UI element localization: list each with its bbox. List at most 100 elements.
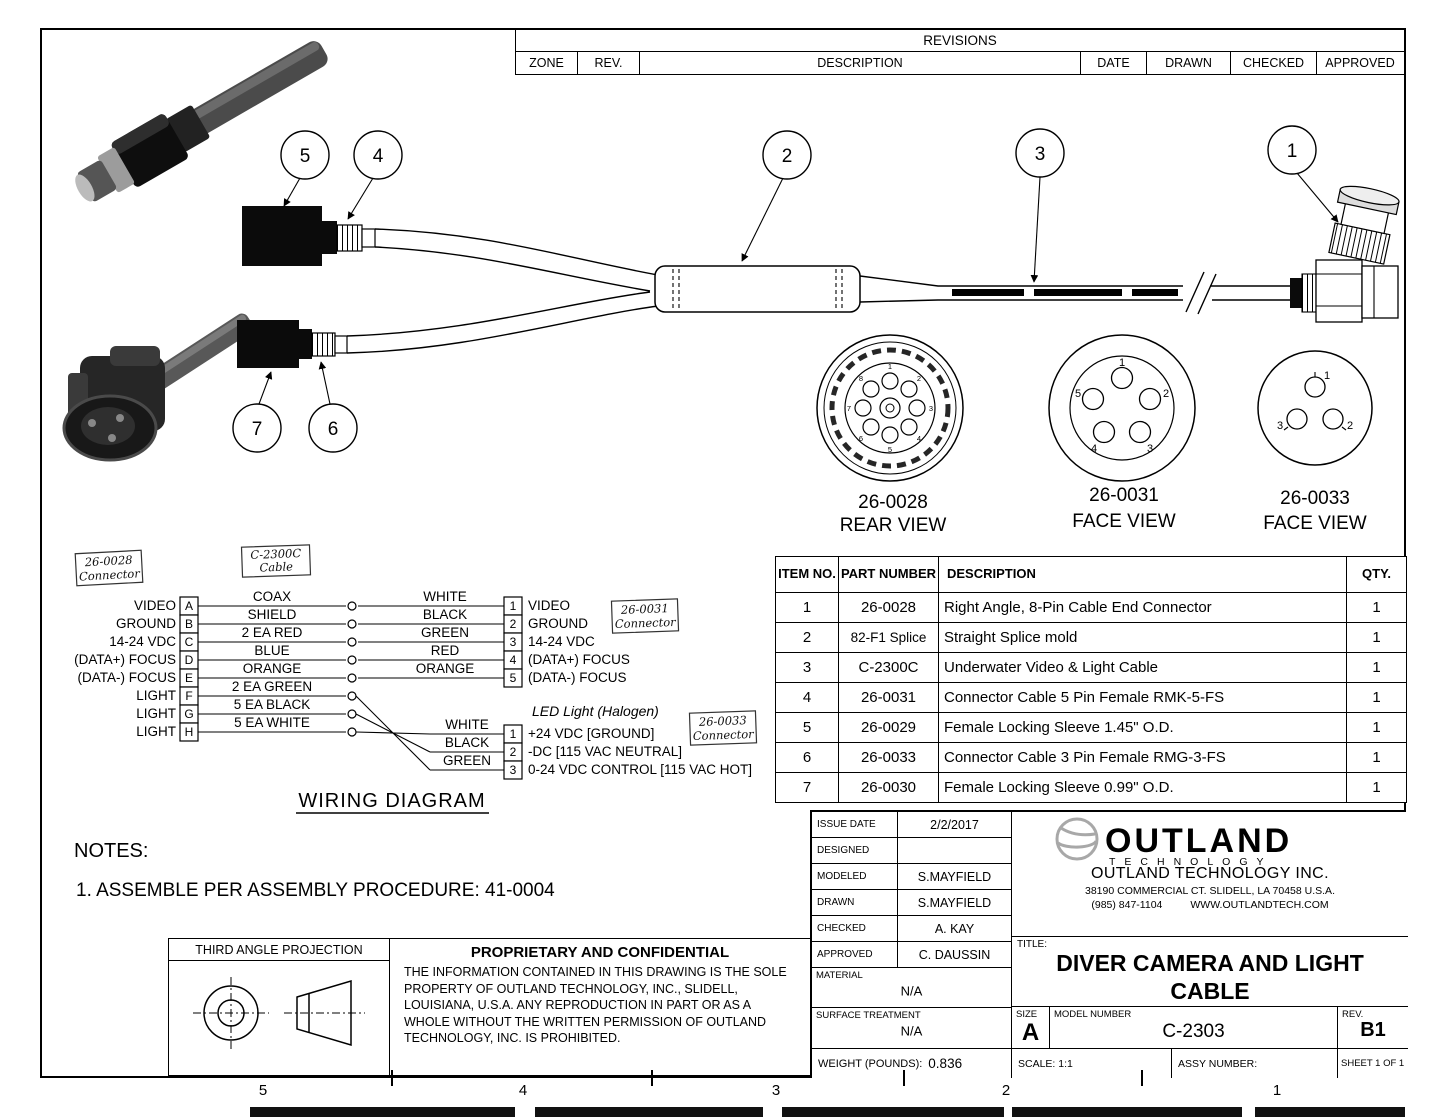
svg-text:Connector: Connector xyxy=(615,615,678,631)
view-part-number: 26-0031 xyxy=(1089,485,1159,506)
drawing-title-line2: CABLE xyxy=(1170,978,1250,1004)
svg-text:4: 4 xyxy=(510,653,517,667)
pin-number: 3 xyxy=(1277,420,1283,432)
zone-number-5: 5 xyxy=(258,1082,268,1099)
balloon-4-number: 4 xyxy=(373,146,384,167)
svg-text:ORANGE: ORANGE xyxy=(416,661,475,676)
stamp-cable: C-2300C Cable xyxy=(240,544,312,578)
pin-number: 7 xyxy=(847,404,851,413)
checked-row: CHECKED A. KAY xyxy=(812,916,1012,942)
locking-sleeve-5 xyxy=(242,206,322,266)
cable-break-symbol xyxy=(1185,271,1205,313)
view-part-number: 26-0028 xyxy=(858,492,928,513)
scale-cell: SCALE: 1:1 xyxy=(1012,1049,1172,1078)
size-cell: SIZE A xyxy=(1012,1007,1050,1049)
bom-header-qty: QTY. xyxy=(1346,556,1407,593)
wiring-row-a: VIDEO A COAX WHITE 1 VIDEO xyxy=(134,589,570,616)
border-tick xyxy=(651,1070,653,1086)
zone-number-3: 3 xyxy=(771,1082,781,1099)
right-angle-connector-1 xyxy=(1290,185,1400,323)
stamp-26-0033-connector: 26-0033 Connector xyxy=(688,710,758,746)
svg-text:26-0031: 26-0031 xyxy=(620,601,669,617)
svg-text:Cable: Cable xyxy=(259,559,293,574)
page-edge-strip xyxy=(1255,1107,1405,1117)
third-angle-projection-box: THIRD ANGLE PROJECTION xyxy=(168,938,390,1076)
svg-text:E: E xyxy=(185,671,193,685)
svg-text:GREEN: GREEN xyxy=(421,625,469,640)
balloon-6-number: 6 xyxy=(328,419,339,440)
svg-text:C: C xyxy=(185,635,194,649)
splice-mold-2 xyxy=(654,265,861,313)
locking-sleeve-7 xyxy=(237,320,299,368)
wire-color-label: WHITE xyxy=(423,589,467,604)
model-number: C-2303 xyxy=(1162,1021,1225,1042)
pin-number: 1 xyxy=(1324,370,1330,382)
svg-text:C-2300C: C-2300C xyxy=(250,546,301,562)
table-row: 2 82-F1 Splice Straight Splice mold 1 xyxy=(775,622,1407,653)
balloon-1-number: 1 xyxy=(1287,141,1298,162)
wiring-diagram: 26-0028 Connector C-2300C Cable 26-0031 … xyxy=(74,544,758,814)
table-row: 7 26-0030 Female Locking Sleeve 0.99" O.… xyxy=(775,772,1407,803)
svg-text:Connector: Connector xyxy=(693,727,756,743)
border-tick xyxy=(1141,1070,1143,1086)
border-tick xyxy=(391,1070,393,1086)
notes-heading: NOTES: xyxy=(74,840,149,862)
svg-text:B: B xyxy=(185,617,193,631)
signal-label: VIDEO xyxy=(528,598,570,613)
cable-print-mark xyxy=(952,289,1024,296)
pin-number: 2 xyxy=(1347,420,1353,432)
view-name: FACE VIEW xyxy=(1072,511,1176,532)
proprietary-notice: PROPRIETARY AND CONFIDENTIAL THE INFORMA… xyxy=(390,938,810,1076)
svg-text:BLACK: BLACK xyxy=(423,607,467,622)
bom-header-item: ITEM NO. xyxy=(775,556,839,593)
wiring-row-b: GROUND B SHIELD BLACK 2 GROUND xyxy=(116,607,588,634)
svg-text:Connector: Connector xyxy=(79,566,142,583)
table-row: 6 26-0033 Connector Cable 3 Pin Female R… xyxy=(775,742,1407,773)
svg-text:3: 3 xyxy=(510,635,517,649)
drawing-title-line1: DIVER CAMERA AND LIGHT xyxy=(1056,950,1364,976)
pin-number: 1 xyxy=(888,362,892,371)
border-tick xyxy=(903,1070,905,1086)
svg-text:GREEN: GREEN xyxy=(443,753,491,768)
balloon-4 xyxy=(353,130,403,180)
balloon-7-number: 7 xyxy=(252,419,263,440)
balloon-3-number: 3 xyxy=(1035,144,1046,165)
balloon-6 xyxy=(308,403,358,453)
logo-subtext: TECHNOLOGY xyxy=(1109,856,1273,867)
view-26-0033-face: 1 2 3 26-0033 FACE VIEW xyxy=(1257,350,1373,534)
proprietary-title: PROPRIETARY AND CONFIDENTIAL xyxy=(470,944,730,961)
bom-header-part: PART NUMBER xyxy=(838,556,939,593)
revisions-table: REVISIONS ZONE REV. DESCRIPTION DATE DRA… xyxy=(515,30,1404,75)
wire-label: COAX xyxy=(253,589,291,604)
svg-text:LIGHT: LIGHT xyxy=(136,724,176,739)
svg-text:2 EA GREEN: 2 EA GREEN xyxy=(232,679,312,694)
balloon-3 xyxy=(1015,128,1065,178)
stamp-26-0028-connector: 26-0028 Connector xyxy=(74,549,144,587)
company-website: WWW.OUTLANDTECH.COM xyxy=(1190,899,1329,911)
logo-wordmark: OUTLAND xyxy=(1105,822,1292,860)
bill-of-materials-table: ITEM NO. PART NUMBER DESCRIPTION QTY. 1 … xyxy=(775,556,1407,803)
revisions-col-checked: CHECKED xyxy=(1231,52,1317,74)
pin-number: 4 xyxy=(1091,443,1097,455)
wiring-row-d: (DATA+) FOCUS D BLUE RED 4 (DATA+) FOCUS xyxy=(74,643,630,670)
svg-text:0-24 VDC CONTROL [115 VAC HOT]: 0-24 VDC CONTROL [115 VAC HOT] xyxy=(528,762,752,777)
page-edge-strip xyxy=(250,1107,515,1117)
pin-number: 4 xyxy=(917,434,921,443)
modeled-row: MODELED S.MAYFIELD xyxy=(812,864,1012,890)
svg-text:2 EA RED: 2 EA RED xyxy=(242,625,303,640)
page-edge-strip xyxy=(535,1107,763,1117)
led-row-1: WHITE 1 +24 VDC [GROUND] xyxy=(430,717,654,744)
pin-number: 1 xyxy=(1119,357,1125,369)
weight-cell: WEIGHT (POUNDS): 0.836 xyxy=(812,1049,1012,1078)
pin-number: 3 xyxy=(929,404,933,413)
svg-text:2: 2 xyxy=(510,617,517,631)
svg-text:2: 2 xyxy=(510,745,517,759)
third-angle-projection-symbol xyxy=(193,977,365,1049)
svg-text:GROUND: GROUND xyxy=(528,616,588,631)
revision-value: B1 xyxy=(1360,1019,1386,1041)
svg-text:5: 5 xyxy=(510,671,517,685)
svg-text:14-24 VDC: 14-24 VDC xyxy=(109,634,176,649)
svg-text:+24 VDC [GROUND]: +24 VDC [GROUND] xyxy=(528,726,654,741)
page-edge-strip xyxy=(1012,1107,1242,1117)
